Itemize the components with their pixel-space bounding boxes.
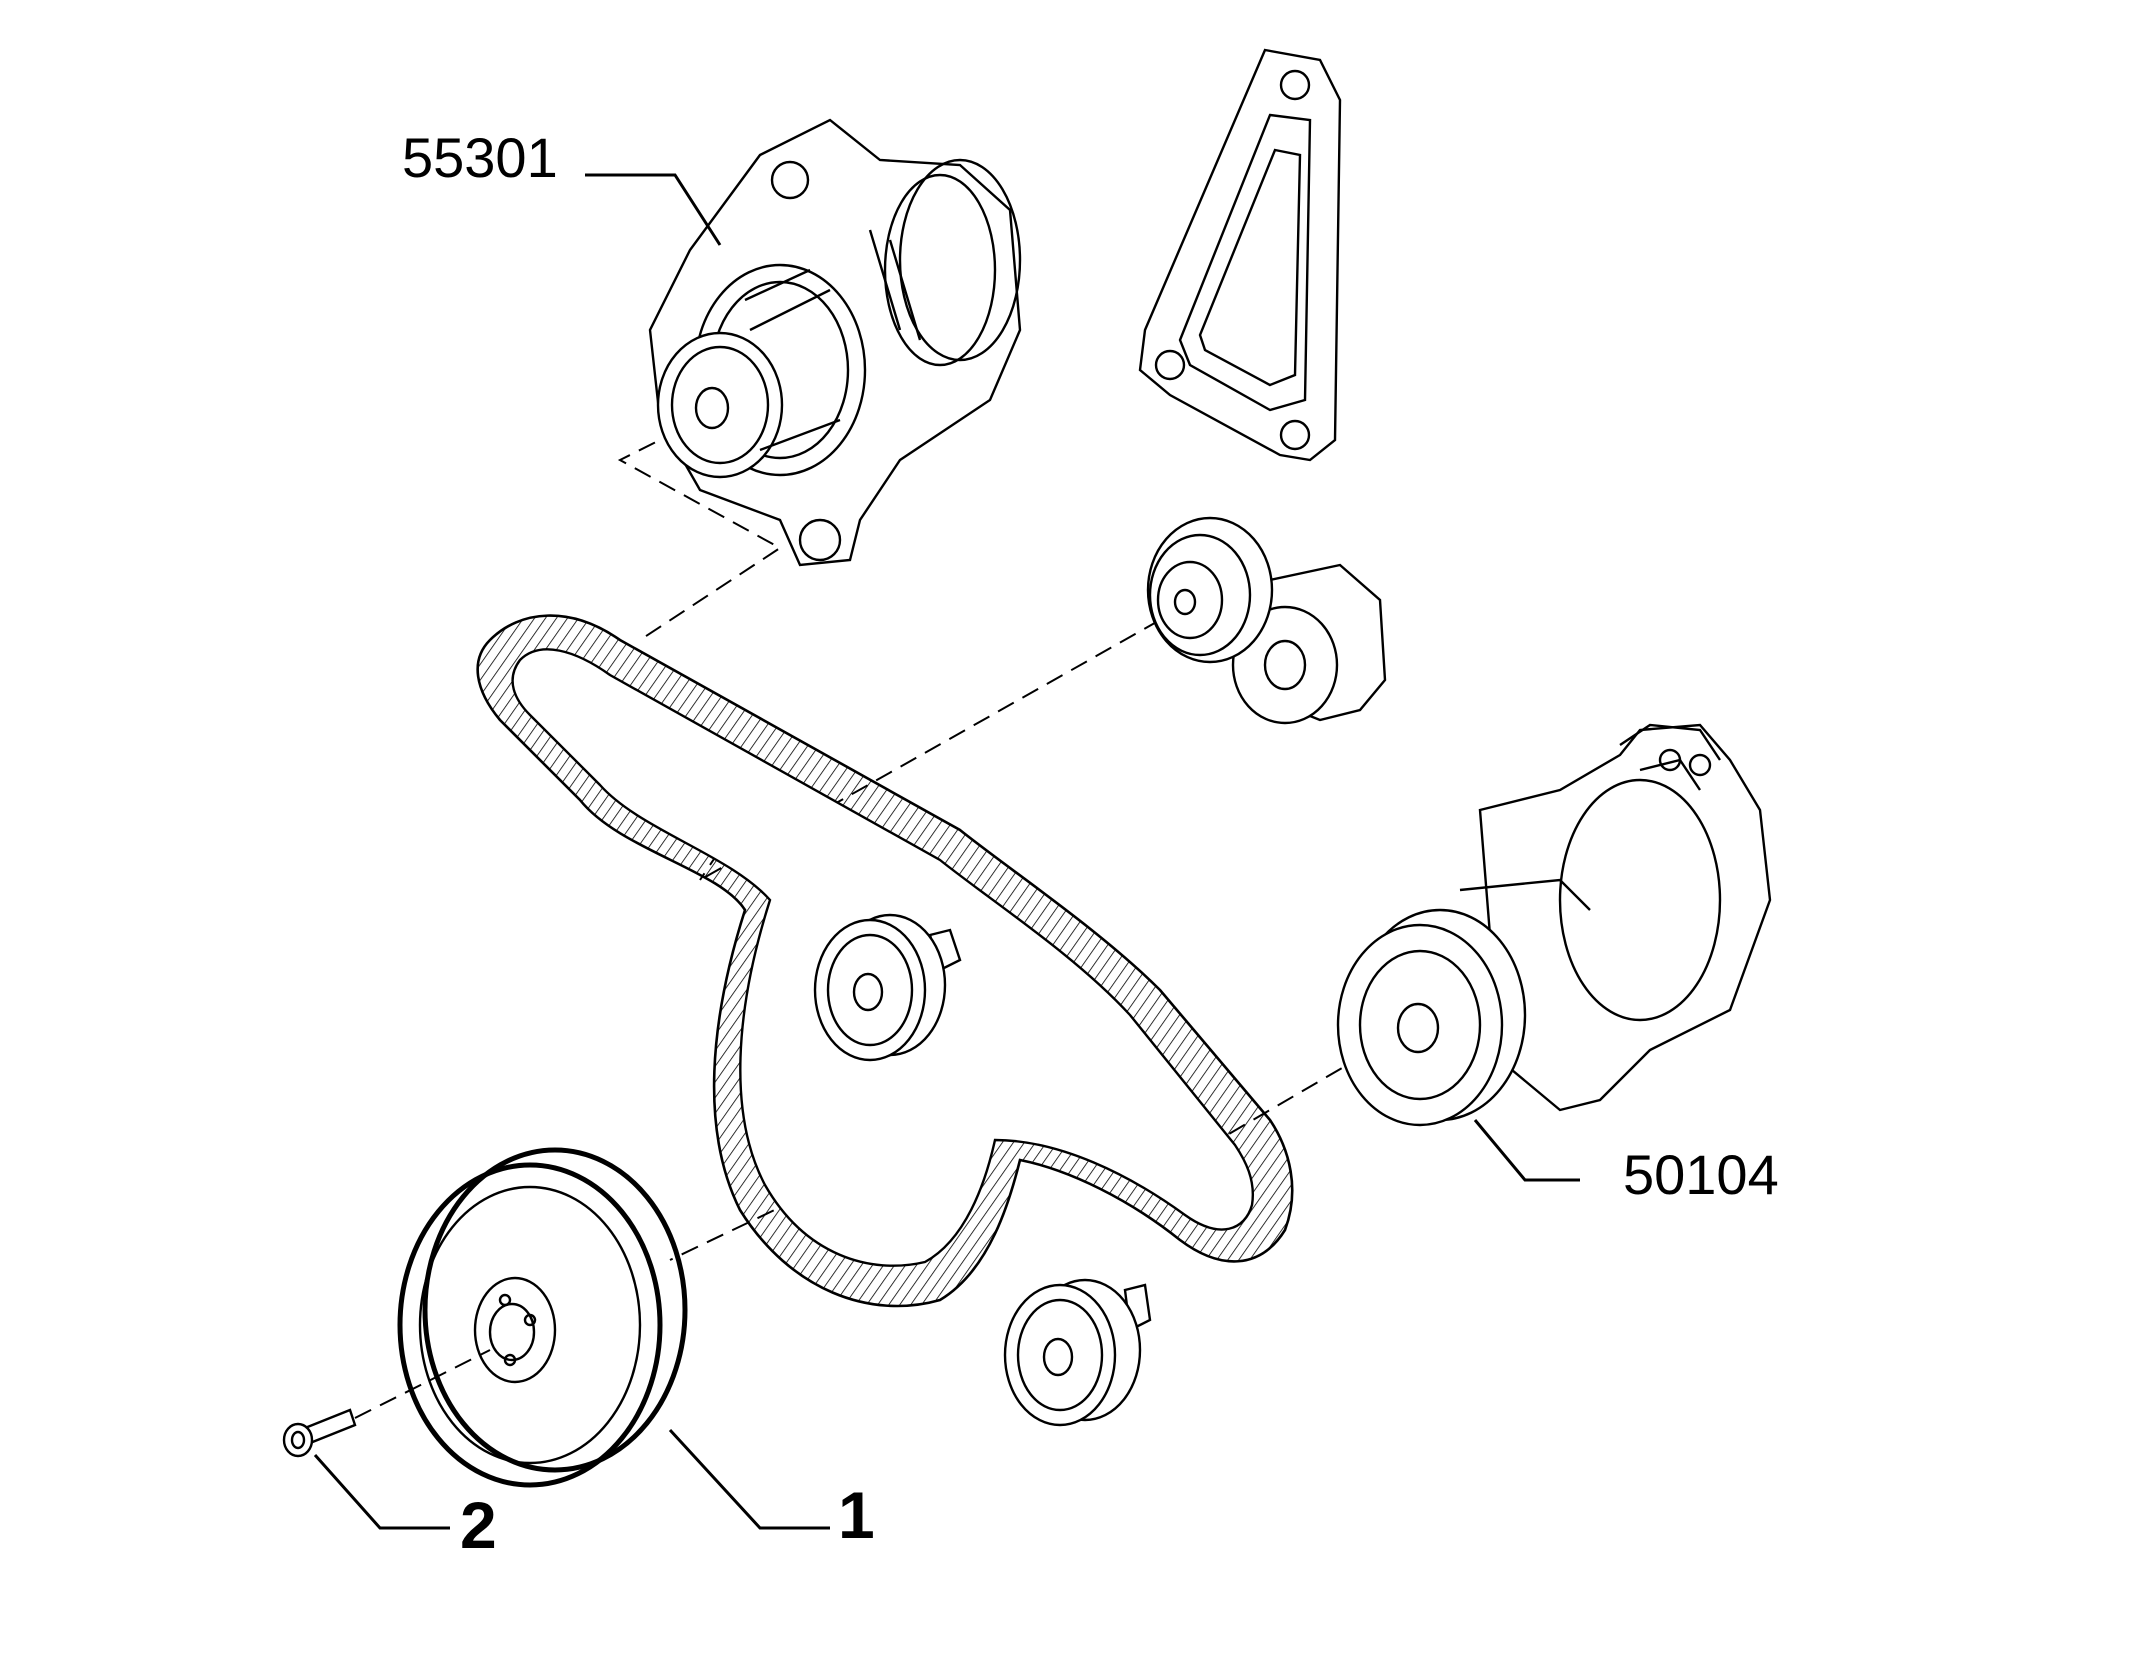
alternator-part (648, 118, 1022, 567)
crankshaft-pulley-part (397, 1147, 688, 1488)
ac-compressor-part (1336, 723, 1772, 1127)
callout-label-screw: 2 (460, 1488, 497, 1562)
idler-pulley-lower-part (1003, 1278, 1152, 1427)
idler-pulley-upper-part (813, 913, 962, 1062)
screw-part (282, 1349, 491, 1458)
callout-label-alternator: 55301 (402, 126, 558, 189)
callout-label-compressor: 50104 (1623, 1143, 1779, 1206)
mounting-bracket-part (1138, 48, 1342, 462)
callout-leader-lines (313, 173, 1580, 1530)
tensioner-part (1146, 516, 1387, 725)
callout-label-pulley: 1 (838, 1478, 875, 1552)
